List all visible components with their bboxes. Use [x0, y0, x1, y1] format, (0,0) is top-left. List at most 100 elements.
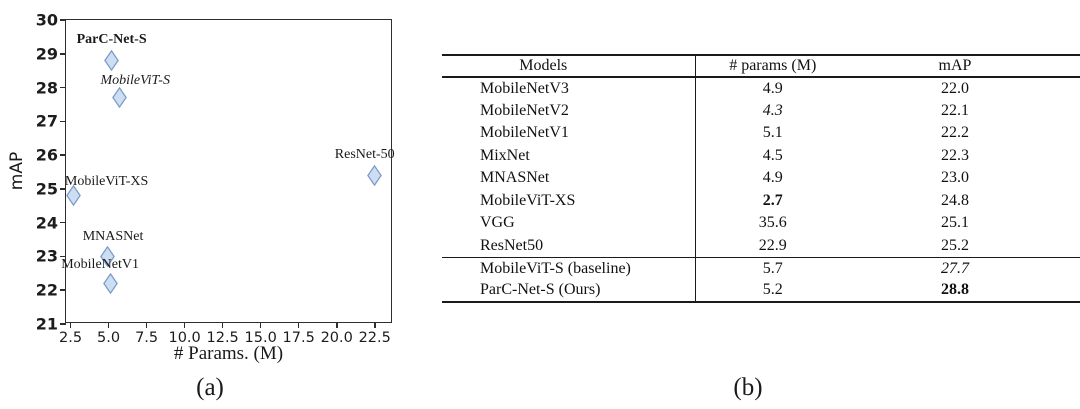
- table-row: MNASNet 4.9 23.0: [442, 167, 1080, 190]
- map-cell: 22.1: [941, 101, 969, 119]
- model-cell: MNASNet: [442, 167, 696, 190]
- x-axis-tick-label: 20.0: [320, 330, 353, 346]
- params-cell: 35.6: [758, 214, 787, 232]
- params-cell: 4.9: [762, 169, 783, 187]
- x-axis-tick-label: 10.0: [168, 330, 201, 346]
- y-axis-tick: [60, 188, 66, 190]
- x-axis-tick-label: 12.5: [206, 330, 239, 346]
- empty-cell: [1060, 77, 1080, 100]
- table-row: ParC-Net-S (Ours) 5.2 28.8: [442, 279, 1080, 303]
- y-axis-tick-label: 27: [35, 111, 58, 131]
- model-cell: MobileNetV2: [442, 99, 696, 122]
- empty-cell: [1060, 167, 1080, 190]
- y-axis-tick-label: 28: [35, 78, 58, 98]
- scatter-point-label: ParC-Net-S: [76, 31, 147, 47]
- map-cell: 24.8: [941, 191, 969, 209]
- map-cell: 23.0: [941, 169, 969, 187]
- empty-cell: [1060, 190, 1080, 213]
- header-models: Models: [442, 55, 696, 78]
- model-cell: VGG: [442, 212, 696, 235]
- header-params: # params (M): [695, 55, 850, 78]
- map-cell: 25.2: [941, 236, 969, 254]
- caption-b: (b): [733, 374, 763, 401]
- y-axis-tick: [60, 289, 66, 292]
- y-axis-tick-label: 26: [35, 145, 58, 165]
- y-axis-tick: [60, 19, 66, 21]
- params-cell: 5.7: [695, 256, 850, 280]
- y-axis-tick-label: 29: [35, 44, 58, 64]
- map-cell: 25.1: [941, 214, 969, 232]
- model-cell: ParC-Net-S (Ours): [442, 279, 696, 302]
- y-axis-tick-label: 24: [35, 213, 58, 233]
- params-cell: 4.9: [762, 79, 783, 97]
- map-cell: 22.2: [941, 124, 969, 142]
- x-axis-tick: [297, 322, 300, 328]
- y-axis-tick: [60, 120, 66, 123]
- table-row: ResNet50 22.9 25.2: [442, 234, 1080, 257]
- params-cell: 5.2: [762, 281, 783, 299]
- empty-cell: [1060, 280, 1080, 303]
- empty-cell: [1060, 256, 1080, 280]
- map-cell: 22.3: [941, 146, 969, 164]
- diamond-marker-icon: [111, 87, 127, 109]
- y-axis-tick: [60, 221, 66, 224]
- params-cell: 4.5: [762, 146, 783, 164]
- model-cell: MobileNetV3: [442, 77, 696, 100]
- x-axis-tick-label: 5.0: [97, 330, 121, 346]
- diamond-marker-icon: [99, 245, 115, 267]
- diamond-marker-icon: [104, 50, 120, 72]
- diamond-marker-icon: [66, 185, 81, 207]
- table-row: MobileNetV3 4.9 22.0: [442, 77, 1080, 100]
- table-row: MobileViT-XS 2.7 24.8: [442, 189, 1080, 213]
- y-axis-tick-label: 21: [35, 314, 58, 334]
- scatter-point-label: MobileNetV1: [61, 257, 139, 273]
- x-axis-tick: [183, 322, 186, 328]
- params-cell: 22.9: [758, 236, 787, 254]
- empty-cell: [1060, 212, 1080, 235]
- model-cell: MobileViT-XS: [442, 189, 696, 212]
- diamond-marker-icon: [102, 272, 118, 294]
- model-cell: MixNet: [442, 144, 696, 167]
- model-cell: MobileNetV1: [442, 122, 696, 145]
- map-cell: 28.8: [941, 281, 969, 299]
- x-axis-tick-label: 17.5: [282, 330, 315, 346]
- table-panel: Models# params (M)mAP MobileNetV3 4.9 22.0…: [442, 0, 1080, 409]
- x-axis-tick-label: 15.0: [244, 330, 277, 346]
- model-cell: MobileViT-S (baseline): [442, 256, 696, 280]
- x-axis-tick: [221, 322, 224, 328]
- header-map: mAP: [850, 55, 1060, 78]
- x-axis-tick: [335, 322, 338, 328]
- x-axis-tick: [145, 322, 148, 328]
- table-header-row: Models# params (M)mAP: [442, 55, 1080, 78]
- y-axis-tick-label: 30: [35, 10, 58, 30]
- x-axis-tick-label: 7.5: [135, 330, 159, 346]
- x-axis-tick: [69, 322, 72, 328]
- x-axis-tick-label: 2.5: [59, 330, 83, 346]
- y-axis-tick: [60, 52, 66, 55]
- header-empty: [1060, 55, 1080, 78]
- diamond-marker-icon: [367, 164, 383, 186]
- x-axis-tick: [259, 322, 262, 328]
- empty-cell: [1060, 145, 1080, 168]
- table-row: MobileNetV1 5.1 22.2: [442, 122, 1080, 145]
- params-cell: 5.1: [762, 124, 783, 142]
- map-cell: 22.0: [941, 79, 969, 97]
- params-cell: 2.7: [762, 191, 783, 209]
- model-cell: ResNet50: [442, 234, 696, 257]
- x-axis-tick-label: 22.5: [358, 330, 391, 346]
- scatter-point-label: ResNet-50: [334, 147, 395, 163]
- x-axis-tick: [373, 322, 376, 328]
- empty-cell: [1060, 122, 1080, 145]
- scatter-point-label: MobileViT-S: [100, 72, 170, 88]
- y-axis-tick: [60, 255, 66, 258]
- caption-a: (a): [196, 374, 224, 401]
- y-axis-tick: [60, 323, 66, 325]
- results-table: Models# params (M)mAP MobileNetV3 4.9 22.0…: [442, 54, 1080, 303]
- map-cell: 27.7: [850, 256, 1060, 280]
- empty-cell: [1060, 100, 1080, 123]
- x-axis-tick: [107, 322, 110, 328]
- y-axis-tick-label: 22: [35, 280, 58, 300]
